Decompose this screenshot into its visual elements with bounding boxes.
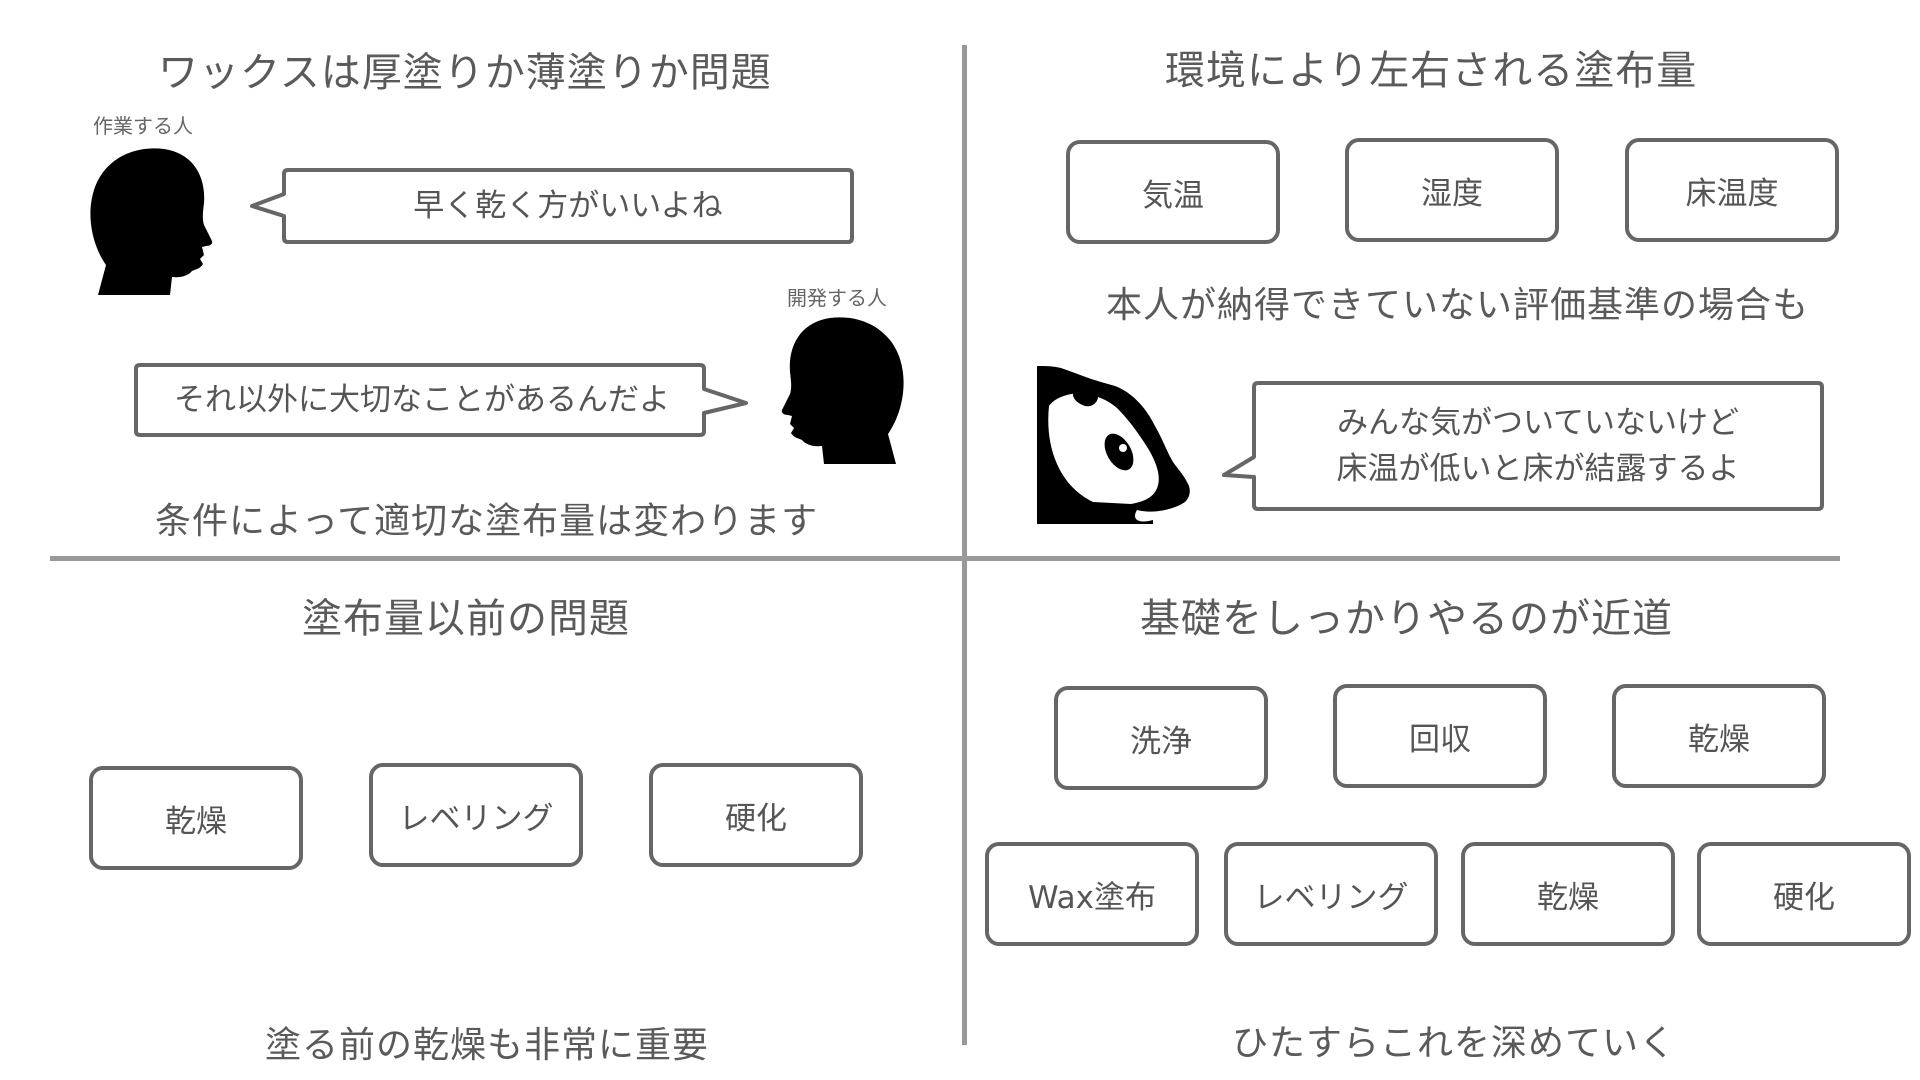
developer-head-icon <box>781 317 904 464</box>
worker-bubble <box>250 168 854 244</box>
panda-bubble <box>1222 381 1824 511</box>
worker-label: 作業する人 <box>93 114 193 138</box>
factor-box-humidity: 湿度 <box>1345 138 1559 242</box>
q2-caption: 本人が納得できていない評価基準の場合も <box>1106 285 1810 326</box>
q4-step-cleaning: 洗浄 <box>1054 686 1268 790</box>
q1-caption: 条件によって適切な塗布量は変わります <box>155 501 819 542</box>
step-label: 洗浄 <box>1130 723 1192 760</box>
panda-bubble-line1: みんな気がついていないけど <box>1336 405 1740 441</box>
q1-title: ワックスは厚塗りか薄塗りか問題 <box>158 50 772 96</box>
q4-step-drying-2: 乾燥 <box>1461 842 1675 946</box>
q3-step-leveling: レベリング <box>369 763 583 867</box>
step-label: Wax塗布 <box>1027 879 1156 916</box>
panda-bubble-text: みんな気がついていないけど 床温が低いと床が結露するよ <box>1256 383 1820 509</box>
q4-step-collection: 回収 <box>1333 684 1547 788</box>
factor-label: 湿度 <box>1421 175 1483 212</box>
q4-step-drying-1: 乾燥 <box>1612 684 1826 788</box>
q3-step-drying: 乾燥 <box>89 766 303 870</box>
developer-bubble <box>134 363 748 437</box>
q4-title: 基礎をしっかりやるのが近道 <box>1140 596 1673 642</box>
q2-title: 環境により左右される塗布量 <box>1165 48 1698 94</box>
worker-head-icon <box>90 148 213 295</box>
step-label: 乾燥 <box>1537 879 1599 916</box>
step-label: レベリング <box>398 800 554 837</box>
q4-step-wax-coating: Wax塗布 <box>985 842 1199 946</box>
factor-label: 気温 <box>1142 177 1204 214</box>
developer-bubble-text: それ以外に大切なことがあるんだよ <box>174 382 670 418</box>
q4-caption: ひたすらこれを深めていく <box>1232 1023 1677 1064</box>
worker-bubble-text: 早く乾く方がいいよね <box>413 188 723 224</box>
q3-caption: 塗る前の乾燥も非常に重要 <box>265 1025 710 1066</box>
step-label: 硬化 <box>725 800 787 837</box>
step-label: 乾燥 <box>1688 721 1750 758</box>
q3-title: 塗布量以前の問題 <box>302 596 630 642</box>
panda-bubble-line2: 床温が低いと床が結露するよ <box>1336 451 1740 487</box>
q4-step-leveling: レベリング <box>1224 842 1438 946</box>
vertical-divider <box>962 45 967 1045</box>
horizontal-divider <box>50 556 1840 561</box>
step-label: レベリング <box>1253 879 1409 916</box>
step-label: 硬化 <box>1773 879 1835 916</box>
factor-label: 床温度 <box>1685 175 1779 212</box>
step-label: 回収 <box>1409 721 1471 758</box>
q3-step-curing: 硬化 <box>649 763 863 867</box>
factor-box-temperature: 気温 <box>1066 140 1280 244</box>
step-label: 乾燥 <box>165 803 227 840</box>
developer-label: 開発する人 <box>787 286 887 310</box>
q4-step-curing: 硬化 <box>1697 842 1911 946</box>
factor-box-floor-temperature: 床温度 <box>1625 138 1839 242</box>
panda-icon <box>1037 366 1190 524</box>
